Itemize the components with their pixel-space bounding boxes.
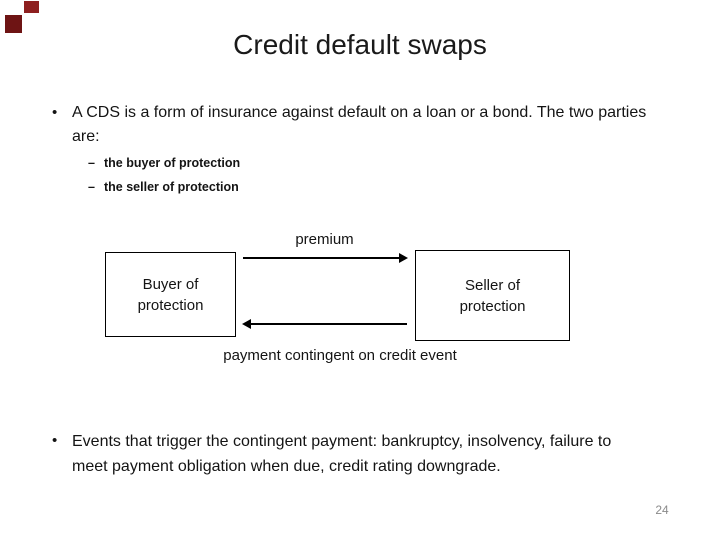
premium-arrow-label: premium bbox=[295, 231, 354, 248]
buyer-box-label: Buyer of protection bbox=[137, 275, 204, 314]
sub-bullet-text: the seller of protection bbox=[104, 180, 239, 194]
page-title: Credit default swaps bbox=[233, 29, 487, 60]
premium-arrow-line bbox=[243, 257, 400, 259]
bullet-text: A CDS is a form of insurance against def… bbox=[72, 104, 647, 145]
bullet-marker: • bbox=[52, 104, 58, 121]
payment-arrow-label: payment contingent on credit event bbox=[223, 347, 457, 364]
sub-bullet-item-seller: – the seller of protection bbox=[88, 175, 240, 199]
sub-bullet-list: – the buyer of protection – the seller o… bbox=[88, 151, 240, 199]
dash-marker: – bbox=[88, 156, 95, 170]
bullet-item-cds-definition: • A CDS is a form of insurance against d… bbox=[52, 101, 672, 149]
sub-bullet-item-buyer: – the buyer of protection bbox=[88, 151, 240, 175]
template-decor-square-large bbox=[5, 15, 22, 33]
bullet-item-trigger-events: • Events that trigger the contingent pay… bbox=[52, 429, 644, 479]
bullet-text: Events that trigger the contingent payme… bbox=[72, 433, 612, 475]
payment-arrow-line bbox=[250, 323, 407, 325]
arrowhead-right-icon bbox=[399, 253, 408, 263]
seller-of-protection-box: Seller of protection bbox=[415, 250, 570, 341]
arrowhead-left-icon bbox=[242, 319, 251, 329]
page-number: 24 bbox=[655, 503, 669, 517]
seller-box-label: Seller of protection bbox=[459, 276, 526, 315]
sub-bullet-text: the buyer of protection bbox=[104, 156, 241, 170]
dash-marker: – bbox=[88, 180, 95, 194]
template-decor-square-small bbox=[24, 1, 39, 13]
buyer-of-protection-box: Buyer of protection bbox=[105, 252, 236, 337]
bullet-marker: • bbox=[52, 432, 58, 449]
